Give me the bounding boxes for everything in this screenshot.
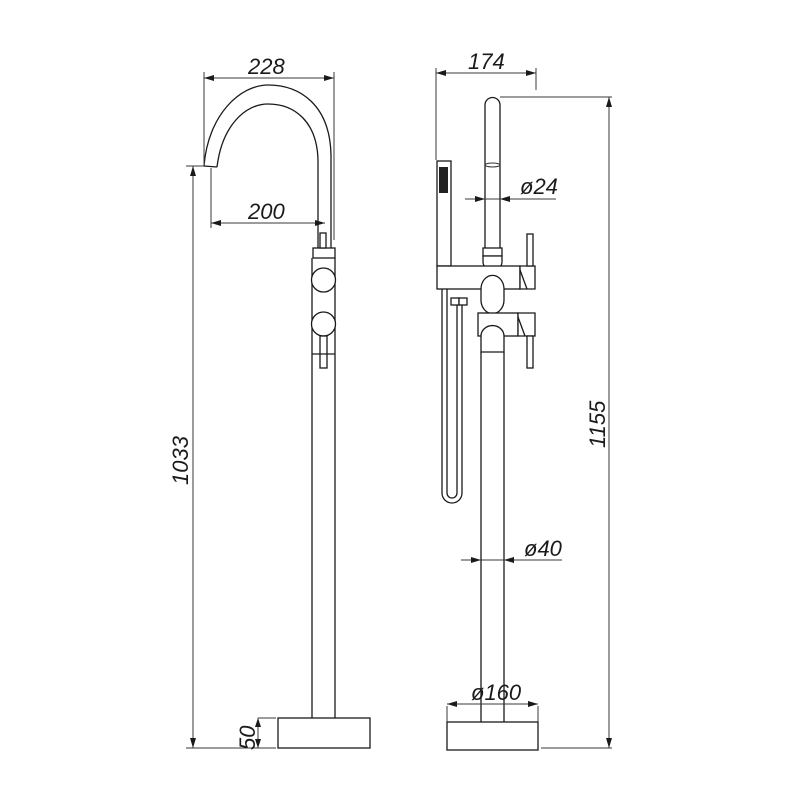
lever-handle bbox=[319, 335, 328, 369]
dim-200: 200 bbox=[210, 168, 325, 228]
upper-knob bbox=[310, 267, 337, 293]
dim-1155: 1155 bbox=[500, 96, 612, 749]
label-1155: 1155 bbox=[585, 400, 610, 448]
label-50: 50 bbox=[235, 725, 260, 750]
label-d24: ø24 bbox=[520, 174, 558, 199]
spout-collar bbox=[312, 247, 336, 259]
spout bbox=[203, 84, 332, 248]
dim-174: 174 bbox=[435, 49, 537, 160]
front-view: 228 200 1033 50 bbox=[168, 54, 371, 750]
shower-nozzles bbox=[439, 167, 448, 193]
diverter-lever bbox=[526, 233, 534, 267]
dim-d160: ø160 bbox=[446, 680, 539, 722]
side-view: 174 ø24 ø40 ø160 bbox=[435, 49, 612, 751]
label-d40: ø40 bbox=[524, 536, 563, 561]
label-174: 174 bbox=[468, 49, 505, 74]
hand-shower bbox=[436, 160, 452, 267]
spout-stem bbox=[319, 232, 327, 249]
mixer-lever bbox=[526, 335, 534, 369]
dim-d24: ø24 bbox=[465, 174, 558, 202]
label-1033: 1033 bbox=[168, 435, 193, 485]
front-base bbox=[277, 717, 371, 749]
lower-knob bbox=[310, 311, 337, 337]
dim-d40: ø40 bbox=[461, 536, 563, 563]
pipe-collar bbox=[482, 247, 503, 257]
label-d160: ø160 bbox=[471, 680, 522, 705]
label-200: 200 bbox=[247, 199, 285, 224]
dim-50: 50 bbox=[235, 717, 276, 750]
side-base bbox=[446, 721, 539, 751]
dim-228: 228 bbox=[203, 54, 335, 240]
label-228: 228 bbox=[247, 54, 285, 79]
diverter-body bbox=[436, 265, 521, 290]
dim-1033: 1033 bbox=[168, 165, 276, 749]
